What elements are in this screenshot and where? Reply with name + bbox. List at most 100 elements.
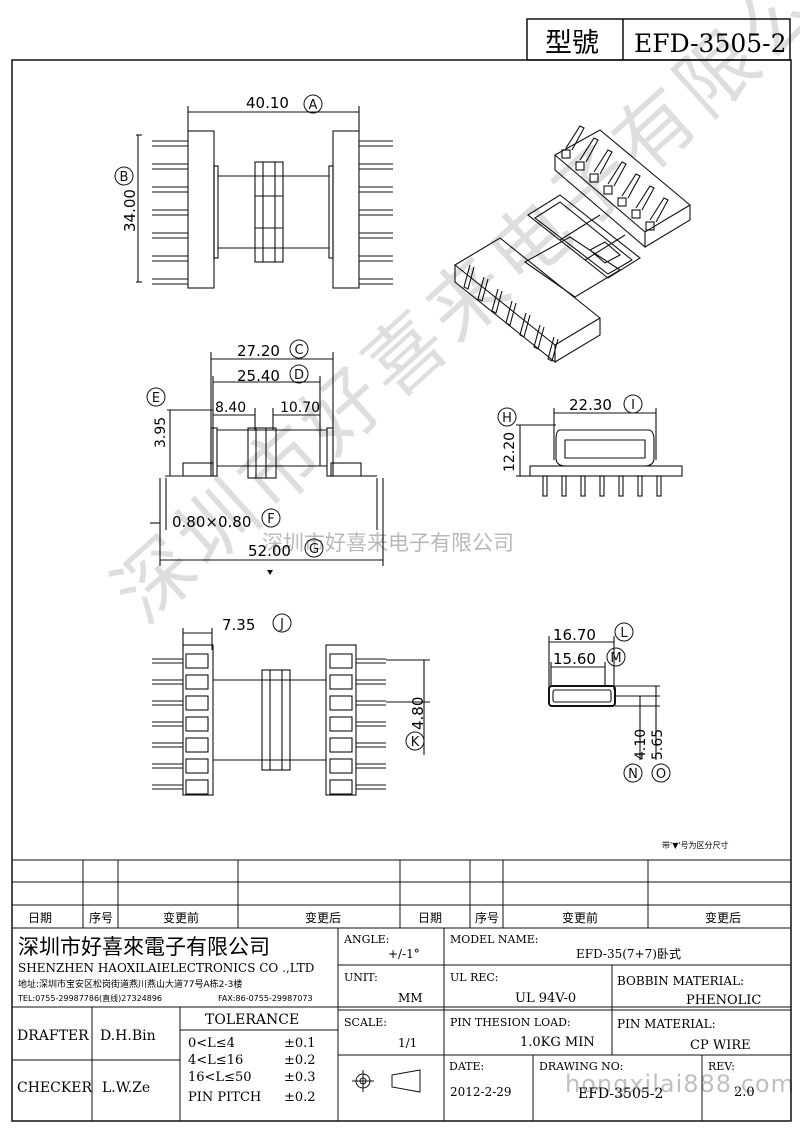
- callout-label: O: [656, 767, 666, 782]
- tolerance-value-3: ±0.3: [284, 1070, 316, 1085]
- callout-circle: [405, 731, 425, 751]
- bobbin-material-label: BOBBIN MATERIAL:: [617, 974, 744, 988]
- model-name-value: EFD-35(7+7)卧式: [576, 947, 681, 961]
- callout-label: L: [620, 626, 628, 641]
- dim-j-value: 7.35: [222, 616, 255, 634]
- rev-label: REV:: [708, 1060, 735, 1073]
- side-view: [150, 352, 384, 566]
- date-label: DATE:: [449, 1060, 484, 1073]
- dim-e-value: 3.95: [153, 417, 169, 448]
- dim-a-value: 40.10: [246, 94, 289, 112]
- callout-label: F: [267, 512, 274, 527]
- model-name-label: MODEL NAME:: [450, 933, 539, 946]
- end-view: [516, 408, 683, 477]
- callout-label: D: [294, 368, 304, 383]
- drafter-value: D.H.Bin: [100, 1028, 156, 1044]
- callout-circle: [272, 613, 292, 633]
- rev-header-after-2: 变更后: [705, 910, 741, 925]
- pin-material-label: PIN MATERIAL:: [617, 1017, 716, 1031]
- company-address: 地址:深圳市宝安区松岗街道燕川燕山大道77号A栋2-3楼: [18, 978, 242, 990]
- distinguishing-mark-icon: [267, 570, 273, 575]
- dim-840-value: 8.40: [215, 400, 246, 416]
- company-name-cn: 深圳市好喜來電子有限公司: [18, 935, 270, 959]
- callout-circle: [289, 364, 309, 384]
- angle-value: +/-1°: [388, 947, 420, 961]
- rev-header-before-1: 变更前: [163, 910, 199, 925]
- bottom-view: [182, 628, 430, 796]
- callout-circle: [303, 94, 323, 114]
- tolerance-range-1: 0<L≤4: [188, 1036, 235, 1051]
- callout-label: C: [294, 343, 303, 358]
- bobbin-material-value: PHENOLIC: [686, 993, 761, 1008]
- tolerance-title: TOLERANCE: [205, 1012, 299, 1028]
- company-name-en: SHENZHEN HAOXILAIELECTRONICS CO .,LTD: [18, 961, 314, 975]
- callout-label: M: [610, 651, 621, 666]
- callout-circle: [261, 508, 281, 528]
- distinction-note: 带'▼'号为区分尺寸: [662, 840, 729, 850]
- angle-label: ANGLE:: [343, 933, 389, 946]
- tolerance-value-4: ±0.2: [284, 1090, 316, 1105]
- callout-circle: [497, 407, 517, 427]
- dim-f-value: 0.80×0.80: [172, 513, 251, 531]
- dim-h-value: 12.20: [502, 432, 518, 472]
- dim-d-value: 25.40: [237, 367, 280, 385]
- watermark-center: 深圳市好喜来电子有限公司: [262, 531, 514, 555]
- dim-c-value: 27.20: [237, 342, 280, 360]
- pin-material-value: CP WIRE: [690, 1038, 751, 1053]
- revision-table: [12, 859, 791, 929]
- dim-g-value: 52.00: [248, 542, 291, 560]
- unit-label: UNIT:: [344, 971, 378, 984]
- title-block: [12, 928, 791, 1121]
- dim-1070-value: 10.70: [280, 400, 320, 416]
- dim-b-value: 34.00: [121, 189, 139, 232]
- drafter-label: DRAFTER: [17, 1028, 89, 1044]
- dim-l-value: 16.70: [553, 626, 596, 644]
- company-tel: TEL:0755-29987786(直线)27324896: [17, 993, 162, 1003]
- top-view: [136, 106, 393, 289]
- pin-load-label: PIN THESION LOAD:: [450, 1016, 571, 1029]
- ul-value: UL 94V-0: [515, 991, 576, 1006]
- callout-circle: [114, 166, 134, 186]
- scale-label: SCALE:: [344, 1016, 387, 1029]
- callout-label: N: [628, 767, 638, 782]
- drawing-no-label: DRAWING NO:: [539, 1060, 624, 1073]
- pin-detail-view: [548, 636, 660, 760]
- callout-label: J: [279, 617, 284, 632]
- pin-load-value: 1.0KG MIN: [520, 1035, 595, 1050]
- callout-circle: [606, 647, 626, 667]
- callout-label: H: [502, 411, 512, 426]
- callout-circle: [614, 622, 634, 642]
- callout-label: E: [152, 391, 160, 406]
- tolerance-range-3: 16<L≤50: [188, 1070, 252, 1085]
- callout-label: A: [309, 98, 318, 113]
- callout-circle: [289, 339, 309, 359]
- dim-i-value: 22.30: [569, 396, 612, 414]
- tolerance-value-1: ±0.1: [284, 1036, 316, 1051]
- tolerance-range-4: PIN PITCH: [188, 1090, 261, 1105]
- rev-header-date-2: 日期: [418, 911, 442, 925]
- dim-m-value: 15.60: [553, 650, 596, 668]
- projection-symbol-icon: [352, 1069, 421, 1093]
- callout-label: B: [120, 170, 129, 185]
- date-value: 2012-2-29: [450, 1085, 512, 1099]
- dim-n-value: 4.10: [633, 729, 649, 760]
- callout-label: K: [411, 735, 420, 750]
- dim-o-value: 5.65: [650, 729, 666, 760]
- rev-header-no-1: 序号: [89, 910, 113, 925]
- isometric-view: [454, 129, 691, 364]
- dim-k-value: 4.80: [409, 697, 427, 730]
- drawing-no-value: EFD-3505-2: [578, 1086, 663, 1102]
- checker-value: L.W.Ze: [102, 1080, 150, 1096]
- callout-circle: [623, 394, 643, 414]
- model-number: EFD-3505-2: [634, 29, 787, 58]
- callout-label: I: [631, 398, 635, 413]
- scale-value: 1/1: [398, 1036, 417, 1050]
- callout-circle: [623, 763, 643, 783]
- rev-header-after-1: 变更后: [305, 910, 341, 925]
- model-label: 型號: [545, 28, 599, 59]
- tolerance-value-2: ±0.2: [284, 1053, 316, 1068]
- callout-circle: [146, 387, 166, 407]
- callout-circle: [651, 763, 671, 783]
- rev-header-date-1: 日期: [28, 911, 52, 925]
